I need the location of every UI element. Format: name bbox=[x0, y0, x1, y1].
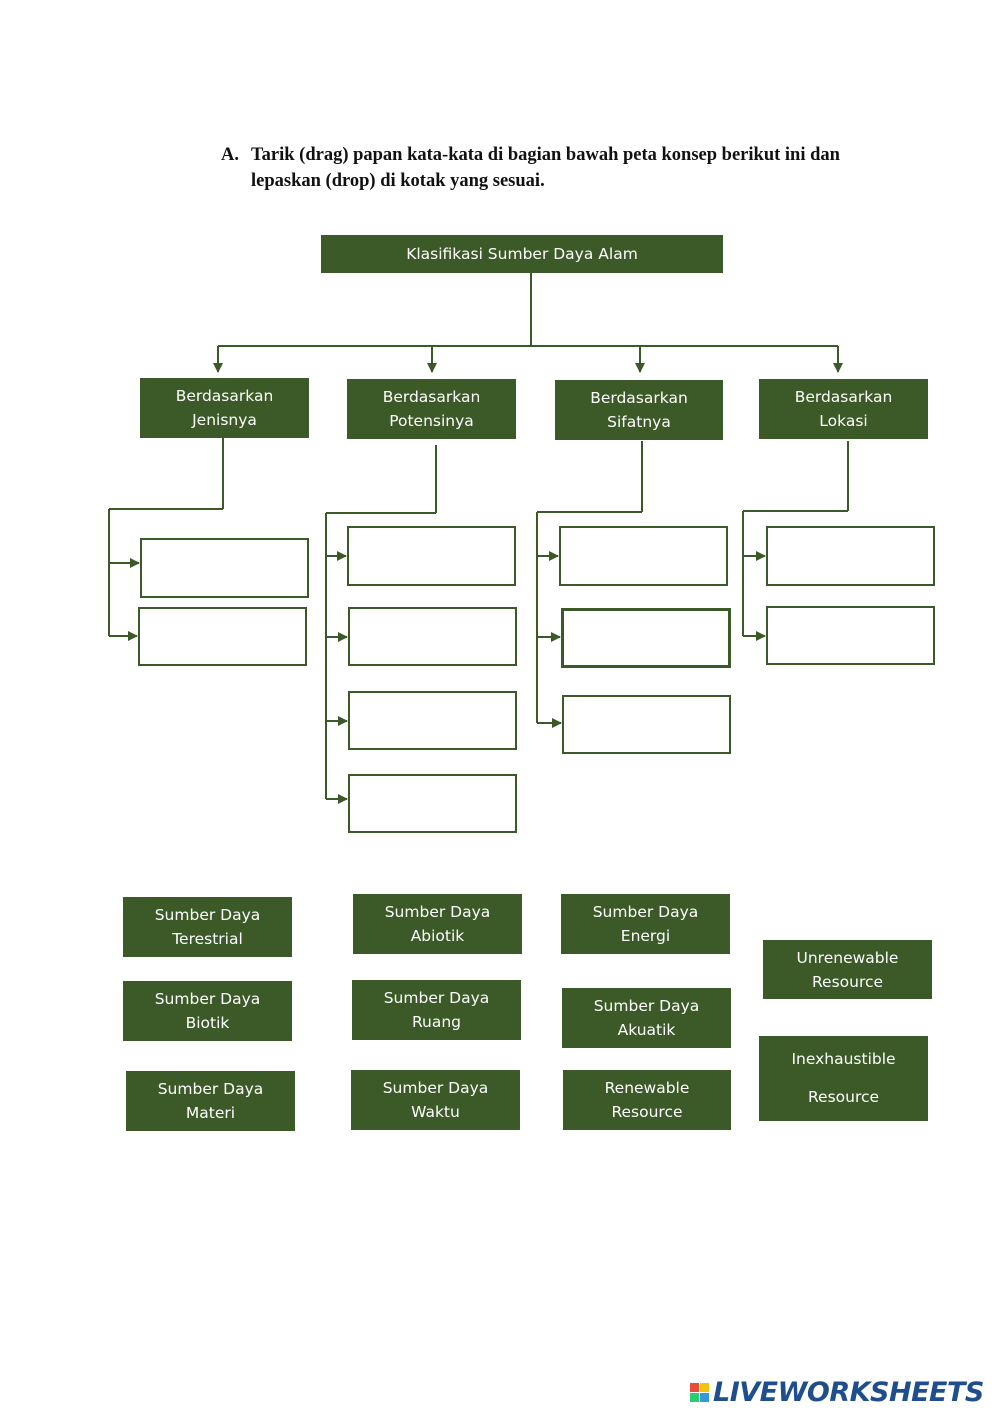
word-card-unrenewable[interactable]: Unrenewable Resource bbox=[763, 940, 932, 999]
instruction-text: Tarik (drag) papan kata-kata di bagian b… bbox=[251, 145, 840, 191]
instruction: A. Tarik (drag) papan kata-kata di bagia… bbox=[221, 142, 901, 194]
drop-zone-jenisnya-2[interactable] bbox=[138, 607, 307, 666]
drop-zone-sifatnya-1[interactable] bbox=[559, 526, 728, 586]
word-card-terestrial[interactable]: Sumber Daya Terestrial bbox=[123, 897, 292, 957]
drop-zone-potensinya-3[interactable] bbox=[348, 691, 517, 750]
word-card-waktu[interactable]: Sumber Daya Waktu bbox=[351, 1070, 520, 1130]
category-lokasi: Berdasarkan Lokasi bbox=[759, 379, 928, 439]
brand-text: LIVEWORKSHEETS bbox=[713, 1376, 984, 1408]
drop-zone-jenisnya-1[interactable] bbox=[140, 538, 309, 598]
category-sifatnya: Berdasarkan Sifatnya bbox=[555, 380, 723, 440]
drop-zone-potensinya-2[interactable] bbox=[348, 607, 517, 666]
category-jenisnya: Berdasarkan Jenisnya bbox=[140, 378, 309, 438]
drop-zone-lokasi-1[interactable] bbox=[766, 526, 935, 586]
drop-zone-lokasi-2[interactable] bbox=[766, 606, 935, 665]
word-card-materi[interactable]: Sumber Daya Materi bbox=[126, 1071, 295, 1131]
word-card-akuatik[interactable]: Sumber Daya Akuatik bbox=[562, 988, 731, 1048]
word-card-energi[interactable]: Sumber Daya Energi bbox=[561, 894, 730, 954]
instruction-marker: A. bbox=[221, 145, 239, 165]
drop-zone-sifatnya-2[interactable] bbox=[561, 608, 731, 668]
drop-zone-potensinya-1[interactable] bbox=[347, 526, 516, 586]
category-potensinya: Berdasarkan Potensinya bbox=[347, 379, 516, 439]
word-card-renewable[interactable]: Renewable Resource bbox=[563, 1070, 731, 1130]
word-card-ruang[interactable]: Sumber Daya Ruang bbox=[352, 980, 521, 1040]
liveworksheets-logo-icon bbox=[690, 1382, 709, 1402]
word-card-abiotik[interactable]: Sumber Daya Abiotik bbox=[353, 894, 522, 954]
word-card-biotik[interactable]: Sumber Daya Biotik bbox=[123, 981, 292, 1041]
liveworksheets-brand: LIVEWORKSHEETS bbox=[690, 1374, 984, 1410]
drop-zone-potensinya-4[interactable] bbox=[348, 774, 517, 833]
word-card-inexhaustible[interactable]: Inexhaustible Resource bbox=[759, 1036, 928, 1121]
drop-zone-sifatnya-3[interactable] bbox=[562, 695, 731, 754]
concept-root: Klasifikasi Sumber Daya Alam bbox=[321, 235, 723, 273]
